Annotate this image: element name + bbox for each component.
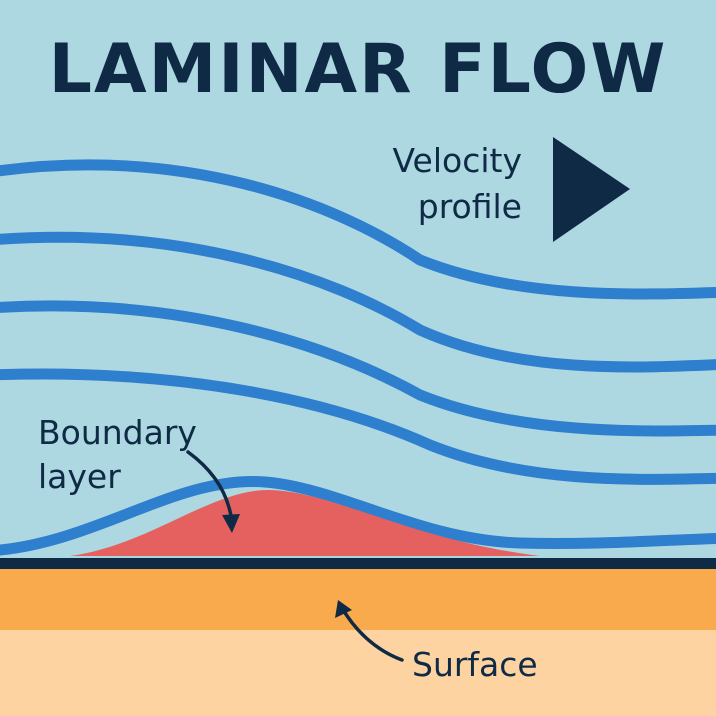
- velocity-label-line2: profile: [418, 187, 522, 226]
- streamline-4: [0, 368, 716, 485]
- streamline-1: [0, 159, 716, 300]
- boundary-label-line1: Boundary: [38, 413, 197, 452]
- boundary-layer-region: [70, 490, 540, 556]
- velocity-label-line1: Velocity: [393, 141, 522, 180]
- surface-boundary-line: [0, 558, 716, 569]
- play-triangle-icon: [553, 137, 630, 242]
- surface-label: Surface: [412, 645, 538, 684]
- streamlines: [0, 159, 716, 556]
- streamline-5: [0, 475, 716, 556]
- streamline-2: [0, 231, 716, 373]
- curved-arrow-icon: [186, 450, 240, 533]
- boundary-label-line2: layer: [38, 457, 121, 496]
- surface-top-band: [0, 568, 716, 630]
- curved-arrow-icon: [335, 600, 404, 662]
- surface-bottom-band: [0, 630, 716, 716]
- page-title: LAMINAR FLOW: [49, 30, 668, 109]
- streamline-3: [0, 300, 716, 437]
